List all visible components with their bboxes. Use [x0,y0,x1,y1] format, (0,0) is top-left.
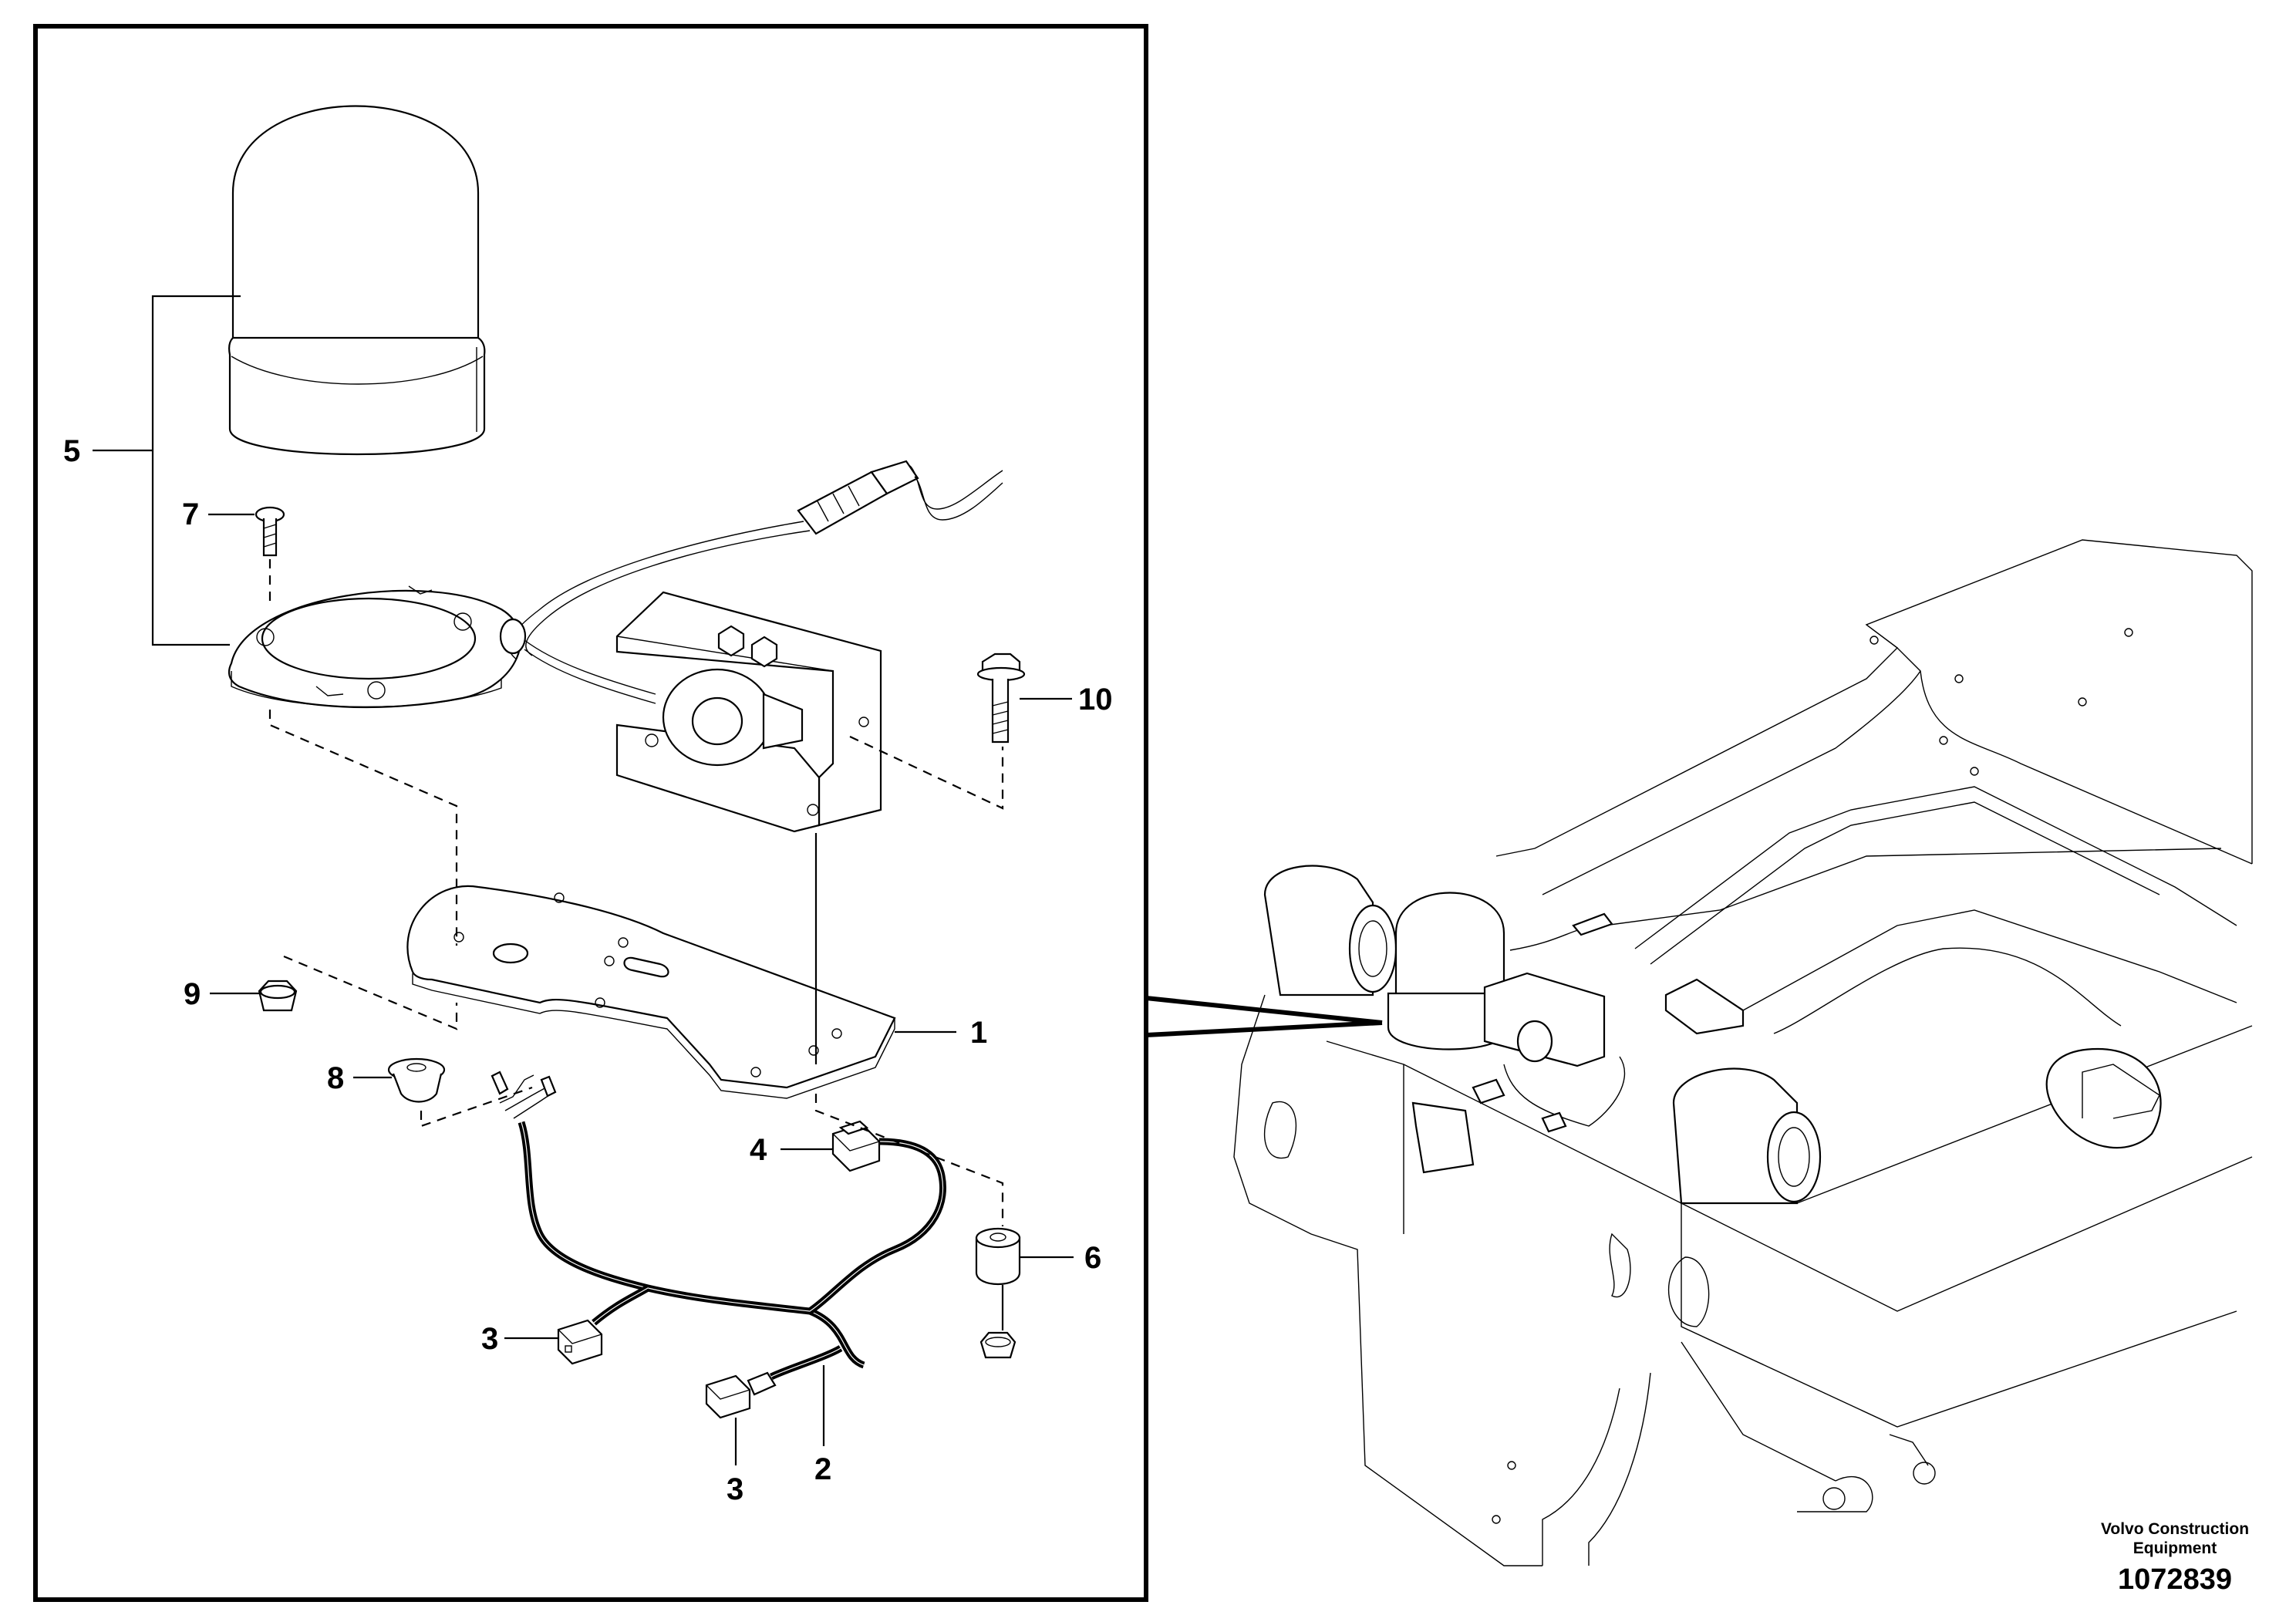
camera-bracket [615,591,882,833]
connector-part-3-lower [705,1371,777,1419]
drawing-number: 1072839 [2118,1563,2232,1596]
callout-8: 8 [327,1061,344,1095]
detail-pointer [1145,996,1383,1037]
manufacturer-line-1: Volvo Construction [2101,1520,2249,1538]
nut-part-9 [258,980,298,1012]
detail-frame [33,24,1148,1602]
grommet-part-8 [387,1057,446,1103]
callout-10: 10 [1078,683,1113,717]
leader-lines [93,295,1074,1465]
connector-part-4 [831,1120,881,1172]
callout-5: 5 [63,434,80,468]
manufacturer-line-2: Equipment [2133,1539,2217,1557]
camera-cable [499,460,1003,704]
callout-2: 2 [814,1452,831,1486]
assembly-lines [268,559,1004,1330]
bolt-part-10 [976,653,1026,744]
screw-part-7 [255,506,285,557]
callout-7: 7 [182,497,199,531]
installed-beacon [1387,848,2222,1174]
beacon-base-ring [228,585,521,709]
spacer-part-6 [975,1227,1021,1286]
connector-part-3-upper [557,1319,603,1365]
beacon-dome [228,105,486,456]
machine-frame [1233,539,2253,1566]
callout-1: 1 [970,1016,987,1050]
nut-part-6 [979,1331,1017,1359]
callout-3-lower: 3 [727,1472,743,1506]
callout-6: 6 [1084,1241,1101,1275]
callout-3-upper: 3 [481,1322,498,1356]
mounting-plate [406,885,896,1099]
wiring-harness [491,1071,946,1381]
callout-9: 9 [184,977,201,1011]
callout-4: 4 [750,1133,767,1167]
